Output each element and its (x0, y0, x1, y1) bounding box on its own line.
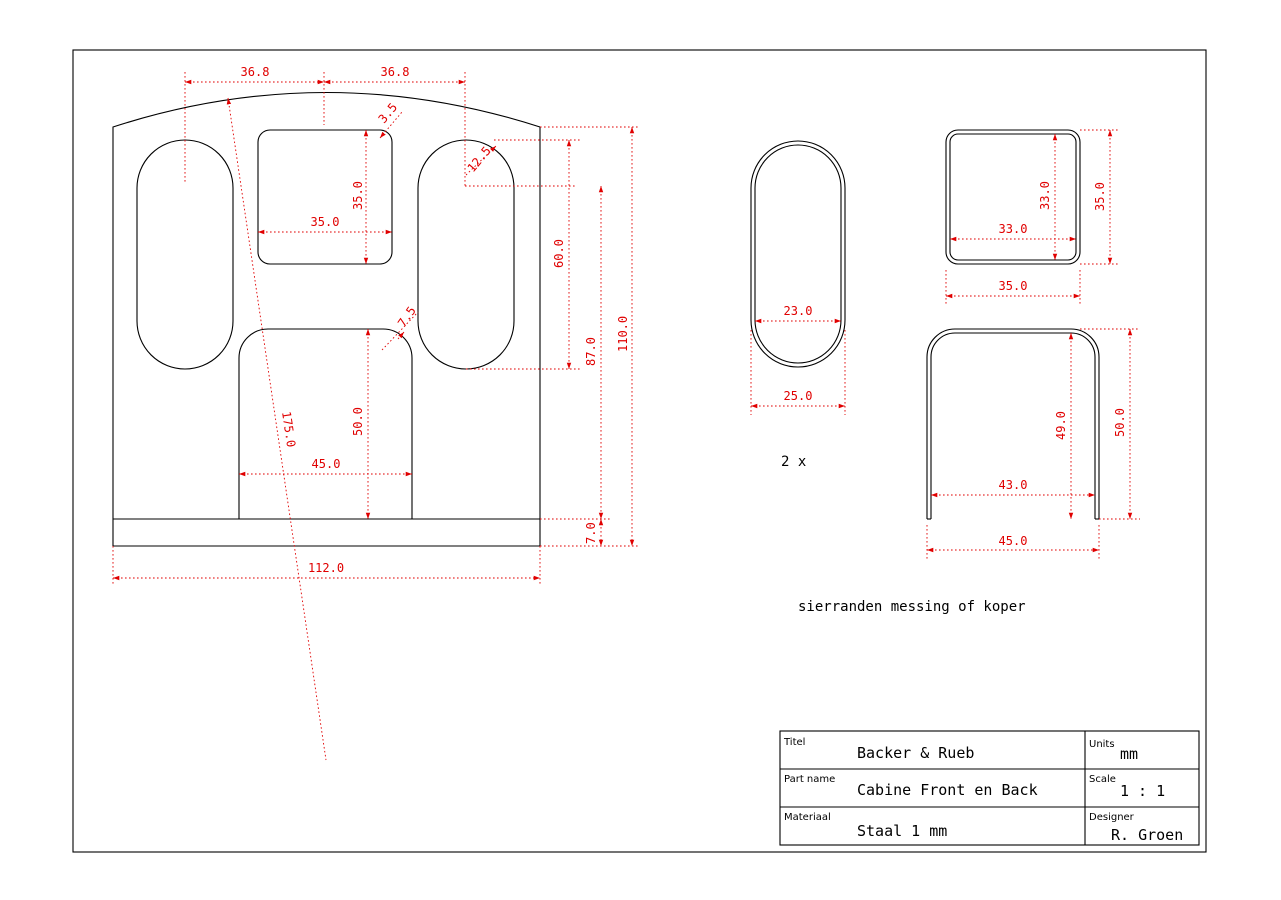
sheet-border (72, 49, 1207, 853)
quantity-note: 2 x (781, 454, 806, 470)
dim-square-trim-outer-height: 35.0 (1093, 182, 1107, 211)
square-window (257, 129, 393, 265)
dim-window-radius: 3.5 (376, 100, 401, 126)
scale-value: 1 : 1 (1120, 782, 1165, 800)
door-opening (238, 328, 413, 519)
dim-arch-trim-inner-width: 43.0 (999, 478, 1028, 492)
material-value: Staal 1 mm (857, 822, 947, 840)
dim-floor-to-top: 87.0 (584, 337, 598, 366)
dim-arch-trim-inner-height: 49.0 (1054, 411, 1068, 440)
dim-window-height: 35.0 (351, 181, 365, 210)
units-value: mm (1120, 745, 1138, 763)
dim-top-left-width: 36.8 (241, 65, 270, 79)
dim-square-trim-inner-width: 33.0 (999, 222, 1028, 236)
designer-value: R. Groen (1111, 826, 1183, 844)
designer-label: Designer (1089, 812, 1135, 823)
dim-total-width: 112.0 (308, 561, 344, 575)
trim-material-note: sierranden messing of koper (798, 599, 1026, 615)
dim-arch-radius: 175.0 (279, 410, 298, 448)
panel-dimensions: 36.8 36.8 3.5 12.5 35.0 35.0 60.0 87.0 1… (112, 65, 640, 761)
part-name-label: Part name (784, 774, 835, 785)
left-oval-window (136, 139, 234, 370)
title-block: Titel Backer & Rueb Part name Cabine Fro… (779, 730, 1200, 846)
dim-window-width: 35.0 (311, 215, 340, 229)
dim-oval-trim-outer: 25.0 (784, 389, 813, 403)
right-oval-window (417, 139, 515, 370)
titel-label: Titel (783, 737, 805, 748)
oval-trim-part: 23.0 25.0 (750, 140, 846, 415)
dim-square-trim-outer-width: 35.0 (999, 279, 1028, 293)
dim-oval-radius: 12.5 (465, 144, 494, 175)
dim-floor-height: 7.0 (584, 522, 598, 544)
units-label: Units (1089, 739, 1115, 750)
dim-square-trim-inner-height: 33.0 (1038, 181, 1052, 210)
dim-oval-height: 60.0 (552, 239, 566, 268)
dim-top-right-width: 36.8 (381, 65, 410, 79)
scale-label: Scale (1089, 774, 1116, 785)
dim-door-height: 50.0 (351, 407, 365, 436)
dim-oval-trim-inner: 23.0 (784, 304, 813, 318)
part-name-value: Cabine Front en Back (857, 781, 1038, 799)
dim-door-radius: 7.5 (395, 304, 419, 330)
cabin-panel (112, 91, 541, 547)
dim-total-height: 110.0 (616, 316, 630, 352)
dim-arch-trim-outer-width: 45.0 (999, 534, 1028, 548)
titel-value: Backer & Rueb (857, 744, 974, 762)
dim-arch-trim-outer-height: 50.0 (1113, 408, 1127, 437)
square-trim-part: 33.0 33.0 35.0 35.0 (945, 129, 1118, 304)
material-label: Materiaal (784, 812, 831, 823)
dim-door-width: 45.0 (312, 457, 341, 471)
arch-trim-part: 49.0 43.0 50.0 45.0 (926, 328, 1140, 560)
